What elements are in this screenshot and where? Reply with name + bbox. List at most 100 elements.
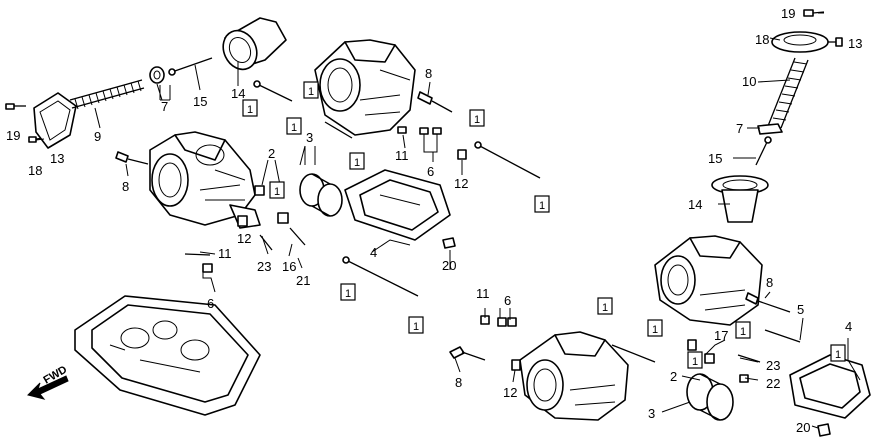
screw-8-right: [745, 292, 791, 313]
callout-11-top: 11: [395, 148, 409, 163]
washer-7-left: [149, 66, 165, 84]
leader-lines: [35, 12, 861, 429]
callout-20-left: 20: [442, 258, 456, 273]
rod-1-bottom-center: [345, 259, 419, 297]
svg-text:1: 1: [413, 321, 419, 333]
callout-19-left: 19: [6, 128, 20, 143]
callout-11-bottom: 11: [476, 286, 490, 301]
carburetor-body-left: [149, 131, 261, 229]
callout-2-left: 2: [268, 146, 275, 161]
svg-text:1: 1: [247, 104, 253, 116]
jet-6-top-a: [419, 127, 429, 135]
svg-text:1: 1: [345, 288, 351, 300]
callout-18-left: 18: [28, 163, 42, 178]
callout-15-right: 15: [708, 151, 722, 166]
callout-5: 5: [797, 302, 804, 317]
air-box-frame: [74, 295, 261, 416]
callout-21: 21: [296, 273, 310, 288]
piston-14-right: [711, 175, 769, 223]
callout-15-left: 15: [193, 94, 207, 109]
fwd-arrow: [27, 375, 69, 400]
screw-18-right: [828, 37, 843, 47]
screw-8-top: [417, 91, 453, 113]
callout-14-left: 14: [231, 86, 245, 101]
rod-bottom-middle: [611, 344, 656, 363]
callout-16: 16: [282, 259, 296, 274]
callout-7-right: 7: [736, 121, 743, 136]
callout-4-left: 4: [370, 245, 377, 260]
callout-8-top: 8: [425, 66, 432, 81]
boxed-1-a: 1: [242, 99, 258, 117]
boxed-1-d: 1: [349, 152, 365, 170]
callout-8-bottom: 8: [455, 375, 462, 390]
float-chamber-4-left: [344, 169, 451, 241]
callout-17: 17: [714, 328, 728, 343]
boxed-1-n: 1: [687, 351, 703, 369]
boxed-1-l: 1: [735, 321, 751, 339]
callout-6-bottom: 6: [504, 293, 511, 308]
plug-12-top: [457, 149, 467, 160]
needle-15-left: [171, 57, 213, 73]
callout-10: 10: [742, 74, 756, 89]
svg-text:1: 1: [308, 86, 314, 98]
callout-20-right: 20: [796, 420, 810, 435]
boxed-1-e: 1: [269, 181, 285, 199]
boxed-1-k: 1: [647, 319, 663, 337]
callout-12-left: 12: [237, 231, 251, 246]
svg-text:1: 1: [652, 324, 658, 336]
small-parts-bottom-cluster: [449, 315, 521, 371]
screw-8-left: [115, 151, 149, 165]
callout-9: 9: [94, 129, 101, 144]
svg-text:1: 1: [474, 114, 480, 126]
rod-top: [256, 83, 293, 102]
callout-4-right: 4: [845, 319, 852, 334]
callout-12-top: 12: [454, 176, 468, 191]
callout-19-right: 19: [781, 6, 795, 21]
callout-3-left: 3: [306, 130, 313, 145]
rod-5: [764, 329, 801, 343]
boxed-1-j: 1: [597, 297, 613, 315]
callout-22: 22: [766, 376, 780, 391]
boxed-1-c: 1: [303, 81, 319, 99]
callout-7-left: 7: [161, 99, 168, 114]
callout-18-right: 13: [848, 36, 862, 51]
callout-2-right: 2: [670, 369, 677, 384]
spring-10: [767, 57, 809, 129]
boxed-labels: 1 1 1 1 1 1 1 1 1 1 1 1 1 1: [242, 81, 846, 369]
svg-text:1: 1: [602, 302, 608, 314]
carburetor-body-top: [314, 39, 416, 136]
carburetor-body-bottom: [519, 331, 629, 421]
carburetor-body-right-upper: [654, 235, 763, 326]
screw-19-left: [5, 103, 26, 110]
drain-20-left: [442, 237, 456, 249]
boxed-1-f: 1: [469, 109, 485, 127]
callout-labels: 19 18 13 9 7 15 14 8 2 3 12 11 6 23 16 2…: [6, 6, 862, 435]
intake-joint-3-right: [686, 373, 734, 421]
jet-6-top-b: [432, 127, 442, 135]
callout-23-left: 23: [257, 259, 271, 274]
callout-23-right: 23: [766, 358, 780, 373]
needle-15-right: [755, 139, 769, 166]
svg-text:1: 1: [354, 157, 360, 169]
svg-text:1: 1: [291, 122, 297, 134]
washer-7-right: [757, 123, 783, 135]
callout-11-left: 11: [218, 246, 232, 261]
callout-6-top: 6: [427, 164, 434, 179]
svg-text:1: 1: [692, 356, 698, 368]
callout-3-right: 3: [648, 406, 655, 421]
small-parts-right-cluster: [687, 339, 761, 383]
callout-13-left: 13: [50, 151, 64, 166]
boxed-1-h: 1: [340, 283, 356, 301]
callout-13-right: 18: [755, 32, 769, 47]
float-chamber-4-right: [789, 354, 871, 419]
callout-14-right: 14: [688, 197, 702, 212]
spring-9: [69, 79, 145, 110]
intake-joint-3-left: [299, 173, 343, 217]
rod-1-top-right: [477, 144, 541, 179]
callout-8-left: 8: [122, 179, 129, 194]
svg-text:1: 1: [539, 200, 545, 212]
drain-20-right: [817, 423, 831, 437]
svg-text:1: 1: [274, 186, 280, 198]
